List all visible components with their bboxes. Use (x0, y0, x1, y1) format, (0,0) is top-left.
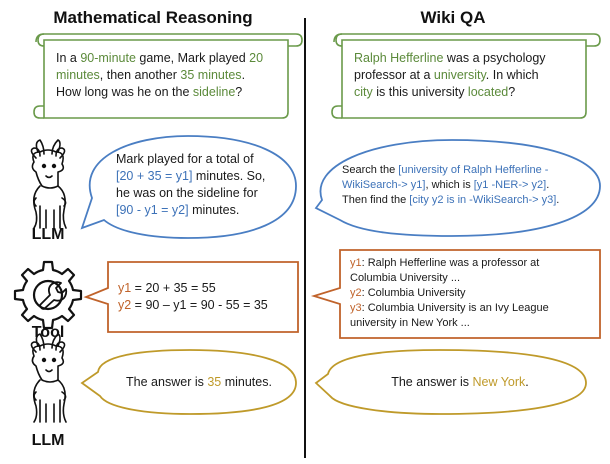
gear-wrench-icon (13, 260, 83, 330)
left-llm-text: Mark played for a total of [20 + 35 = y1… (116, 152, 266, 217)
right-column-title: Wiki QA (420, 8, 486, 27)
right-tool-box (310, 249, 601, 339)
right-llm-bubble (314, 139, 601, 237)
right-question-text: Ralph Hefferline was a psychology profes… (354, 51, 546, 99)
left-answer-bubble (80, 349, 297, 415)
left-answer-text: The answer is 35 minutes. (126, 375, 272, 389)
llm-label-bottom: LLM (31, 432, 65, 449)
tool-label: Tool (31, 324, 65, 341)
right-answer-bubble (314, 349, 587, 415)
left-llm-bubble (80, 135, 297, 239)
left-question-scroll (33, 33, 303, 119)
left-column-title: Mathematical Reasoning (53, 8, 253, 27)
right-question-scroll (331, 33, 601, 119)
llama-icon (30, 139, 67, 229)
left-question-text: In a 90-minute game, Mark played 20 minu… (56, 51, 264, 99)
left-tool-text: y1 = 20 + 35 = 55 y2 = 90 – y1 = 90 - 55… (118, 281, 268, 312)
right-tool-text: y1: Ralph Hefferline was a professor at … (350, 257, 549, 329)
right-answer-text: The answer is New York. (391, 375, 529, 389)
left-tool-box (83, 261, 299, 333)
llm-label: LLM (31, 226, 65, 243)
right-llm-text: Search the [university of Ralph Hefferli… (342, 164, 560, 206)
llama-icon (30, 333, 67, 423)
